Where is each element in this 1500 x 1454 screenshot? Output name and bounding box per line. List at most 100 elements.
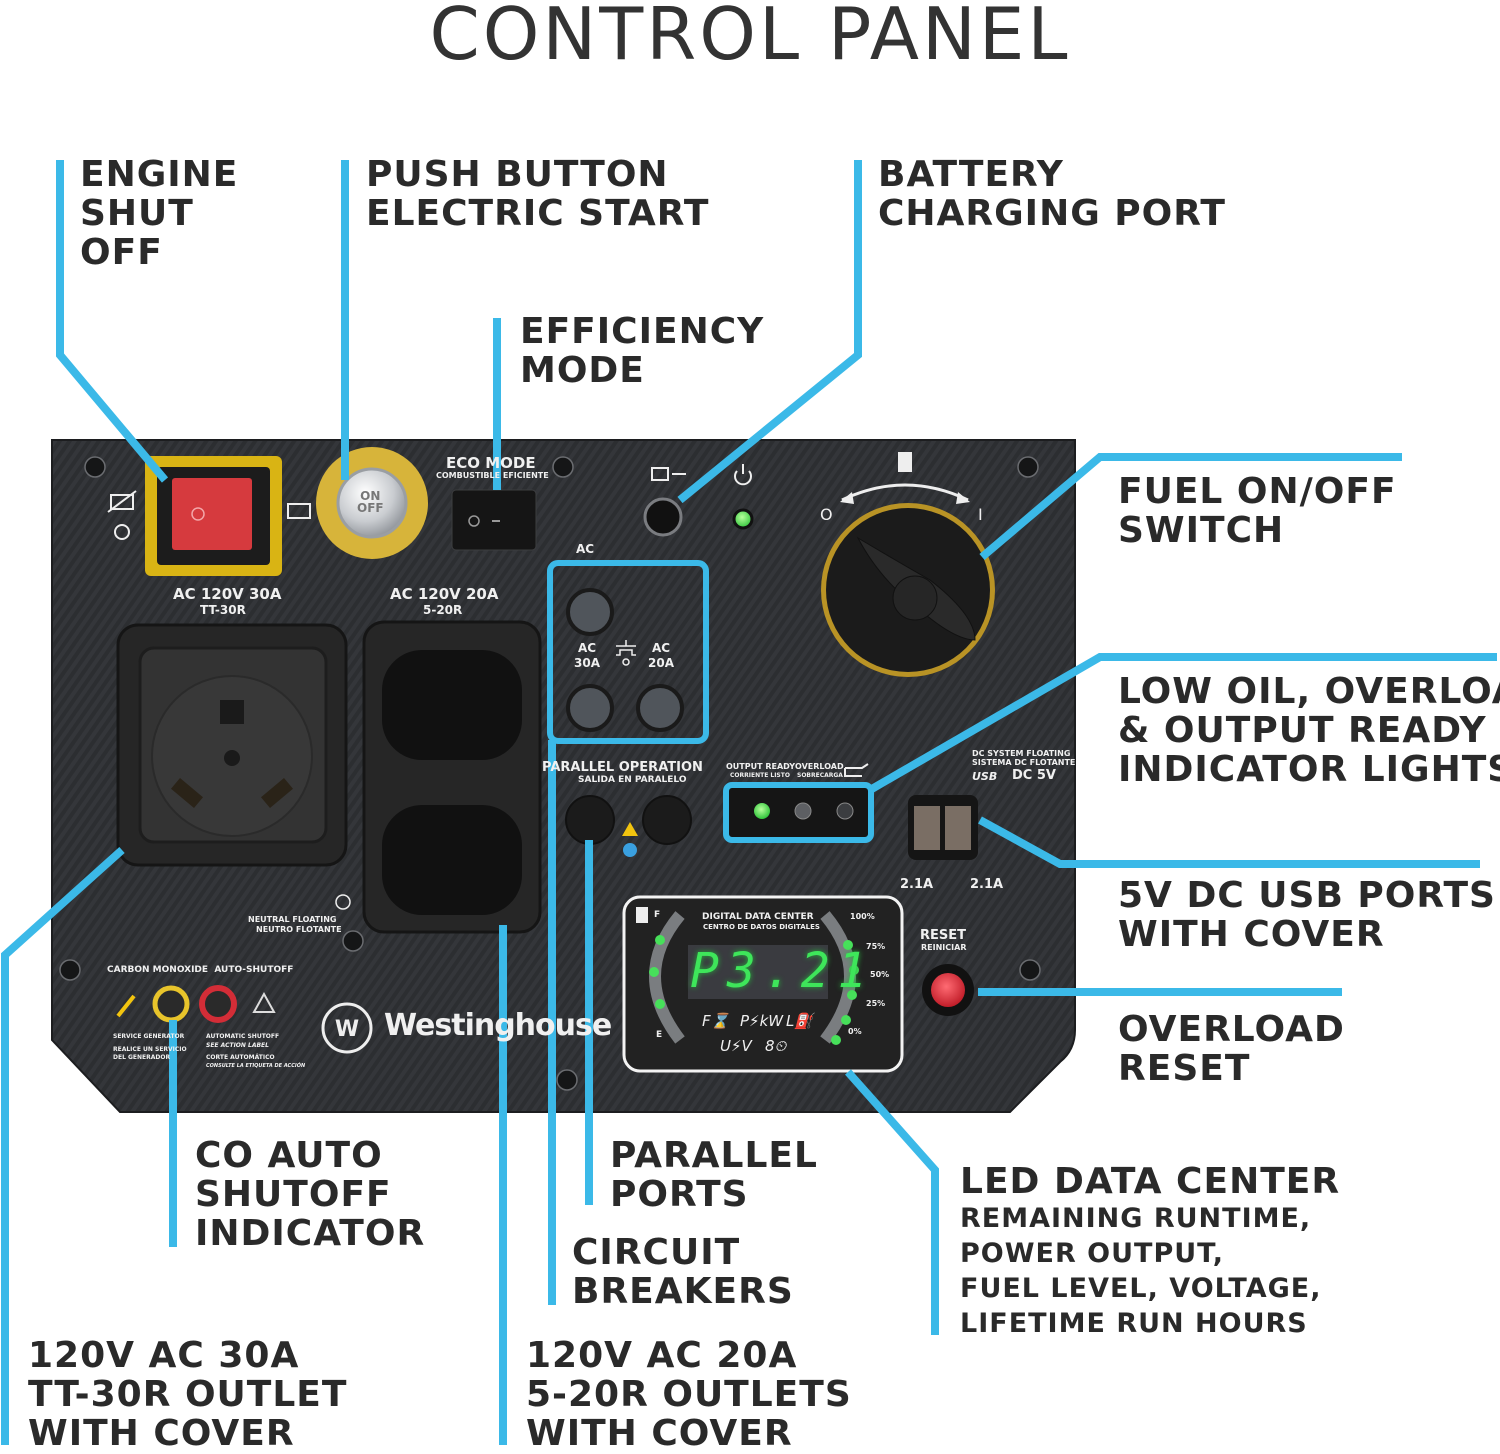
breaker-30a-ac: AC — [577, 641, 597, 655]
callout-battery-charging: BATTERY CHARGING PORT — [878, 155, 1226, 233]
leader-indicators — [867, 653, 1497, 794]
callout-outlet-30a: 120V AC 30A TT-30R OUTLET WITH COVER — [28, 1336, 347, 1453]
leader-lines — [1, 160, 1497, 1445]
usb-left-amp: 2.1A — [900, 877, 934, 892]
callout-text: SHUT — [80, 193, 194, 234]
eco-mode-switch — [451, 489, 537, 551]
usb-logo: USB — [972, 770, 998, 783]
fuel-gauge-icon — [636, 907, 648, 923]
callout-text: PORTS — [610, 1174, 749, 1215]
service-generator-es-1: REALICE UN SERVICIO — [113, 1046, 187, 1053]
load-0-label: 0% — [848, 1027, 862, 1036]
callout-co-shutoff: CO AUTO SHUTOFF INDICATOR — [195, 1136, 425, 1253]
callout-detail: LIFETIME RUN HOURS — [960, 1308, 1308, 1339]
dc-system-label: DC SYSTEM FLOATING — [972, 749, 1071, 758]
callout-text: PUSH BUTTON — [366, 154, 669, 195]
service-generator-label: SERVICE GENERATOR — [113, 1033, 185, 1040]
callout-text: 120V AC 20A — [526, 1335, 798, 1376]
load-level-leds — [831, 940, 859, 1045]
fuel-led — [655, 935, 665, 945]
callout-text: BATTERY — [878, 154, 1064, 195]
overload-es: SOBRECARGA — [797, 772, 843, 779]
callout-detail: POWER OUTPUT, — [960, 1238, 1224, 1269]
callout-text: PARALLEL — [610, 1135, 818, 1176]
power-led — [732, 508, 754, 530]
reset-button-cap — [931, 973, 965, 1007]
fuel-empty-label: E — [656, 1030, 663, 1040]
start-button-label[interactable]: ON OFF — [357, 490, 384, 514]
low-battery-icon — [107, 490, 137, 513]
mode-hours: 8⏲ — [765, 1037, 787, 1055]
fuel-led — [649, 967, 659, 977]
mode-runtime: F⌛ — [702, 1012, 730, 1030]
fuel-switch-knob — [821, 503, 995, 677]
callout-text: OFF — [80, 232, 163, 273]
oil-can-icon — [844, 763, 869, 777]
fuel-direction-arrow — [841, 483, 969, 502]
see-action-label: SEE ACTION LABEL — [206, 1042, 269, 1049]
co-title-label: CARBON MONOXIDE AUTO-SHUTOFF — [107, 965, 294, 975]
low-oil-led — [836, 802, 854, 820]
mode-voltage: U⚡V — [720, 1037, 752, 1055]
load-led — [847, 990, 857, 1000]
leader-led-data — [845, 1069, 939, 1335]
fuel-off-mark: O — [820, 505, 833, 524]
power-icon — [734, 464, 752, 486]
callout-text: WITH COVER — [28, 1413, 295, 1454]
output-ready-led — [754, 803, 770, 819]
breaker-30a-amp: 30A — [574, 656, 600, 670]
led-display-value: P3.21 — [690, 943, 875, 999]
engine-off-icon — [114, 524, 130, 540]
callout-usb-ports: 5V DC USB PORTS WITH COVER — [1118, 876, 1496, 954]
load-led — [849, 965, 859, 975]
reset-es-label: REINICIAR — [921, 943, 967, 952]
dc-system-es: SISTEMA DC FLOTANTE — [972, 758, 1076, 767]
callout-text: CHARGING PORT — [878, 193, 1226, 234]
outlet-20a-panel-label: AC 120V 20A — [390, 585, 499, 603]
callout-engine-shutoff: ENGINE SHUT OFF — [80, 155, 238, 272]
fuel-full-label: F — [654, 910, 661, 920]
callout-text: 5-20R OUTLETS — [526, 1374, 852, 1415]
leader-outlet-30a — [1, 847, 125, 1445]
consulte-label: CONSULTE LA ETIQUETA DE ACCIÓN — [206, 1063, 306, 1069]
load-led — [843, 940, 853, 950]
fuel-pump-icon — [898, 452, 912, 472]
outlet-20a-type: 5-20R — [423, 603, 463, 617]
neutral-floating-label: NEUTRAL FLOATING — [248, 915, 337, 924]
callout-indicator-lights: LOW OIL, OVERLOAD & OUTPUT READY INDICAT… — [1118, 672, 1500, 789]
westinghouse-logo — [321, 1002, 373, 1054]
breaker-symbol-icon — [616, 640, 636, 666]
battery-charge-icon — [287, 503, 311, 519]
usb-ports — [908, 795, 978, 860]
eco-mode-es-label: COMBUSTIBLE EFICIENTE — [436, 471, 549, 480]
service-generator-es-2: DEL GENERADOR — [113, 1054, 171, 1061]
breaker-20a-label: AC 20A — [648, 641, 674, 671]
callout-text: WITH COVER — [526, 1413, 793, 1454]
breaker-20a-ac: AC — [651, 641, 671, 655]
callout-text: ELECTRIC START — [366, 193, 710, 234]
outlet-30a-panel-label: AC 120V 30A — [173, 585, 282, 603]
led-display — [688, 945, 828, 999]
callout-text: OVERLOAD — [1118, 1009, 1345, 1050]
callout-parallel-ports: PARALLEL PORTS — [610, 1136, 818, 1214]
automatic-shutoff-label: AUTOMATIC SHUTOFF — [206, 1033, 280, 1040]
logo-w-glyph: W — [335, 1017, 359, 1042]
callout-text: MODE — [520, 350, 645, 391]
load-led — [841, 1015, 851, 1025]
load-25-label: 25% — [866, 999, 886, 1008]
co-service-indicator — [152, 985, 190, 1023]
page-title: CONTROL PANEL — [429, 0, 1071, 76]
overload-led — [794, 802, 812, 820]
data-center-title: DIGITAL DATA CENTER — [702, 912, 814, 922]
service-generator-es: REALICE UN SERVICIO DEL GENERADOR — [113, 1046, 187, 1062]
output-ready-es: CORRIENTE LISTO — [730, 772, 790, 779]
callout-text: INDICATOR LIGHTS — [1118, 749, 1500, 790]
circuit-breaker-buttons — [566, 588, 684, 732]
screw-icons — [59, 456, 1041, 1091]
wrench-icon — [116, 994, 136, 1018]
leader-engine-shutoff — [56, 160, 169, 483]
parallel-ports — [565, 795, 692, 845]
callout-led-data-center: LED DATA CENTER REMAINING RUNTIME, POWER… — [960, 1162, 1340, 1341]
usb-right-amp: 2.1A — [970, 877, 1004, 892]
